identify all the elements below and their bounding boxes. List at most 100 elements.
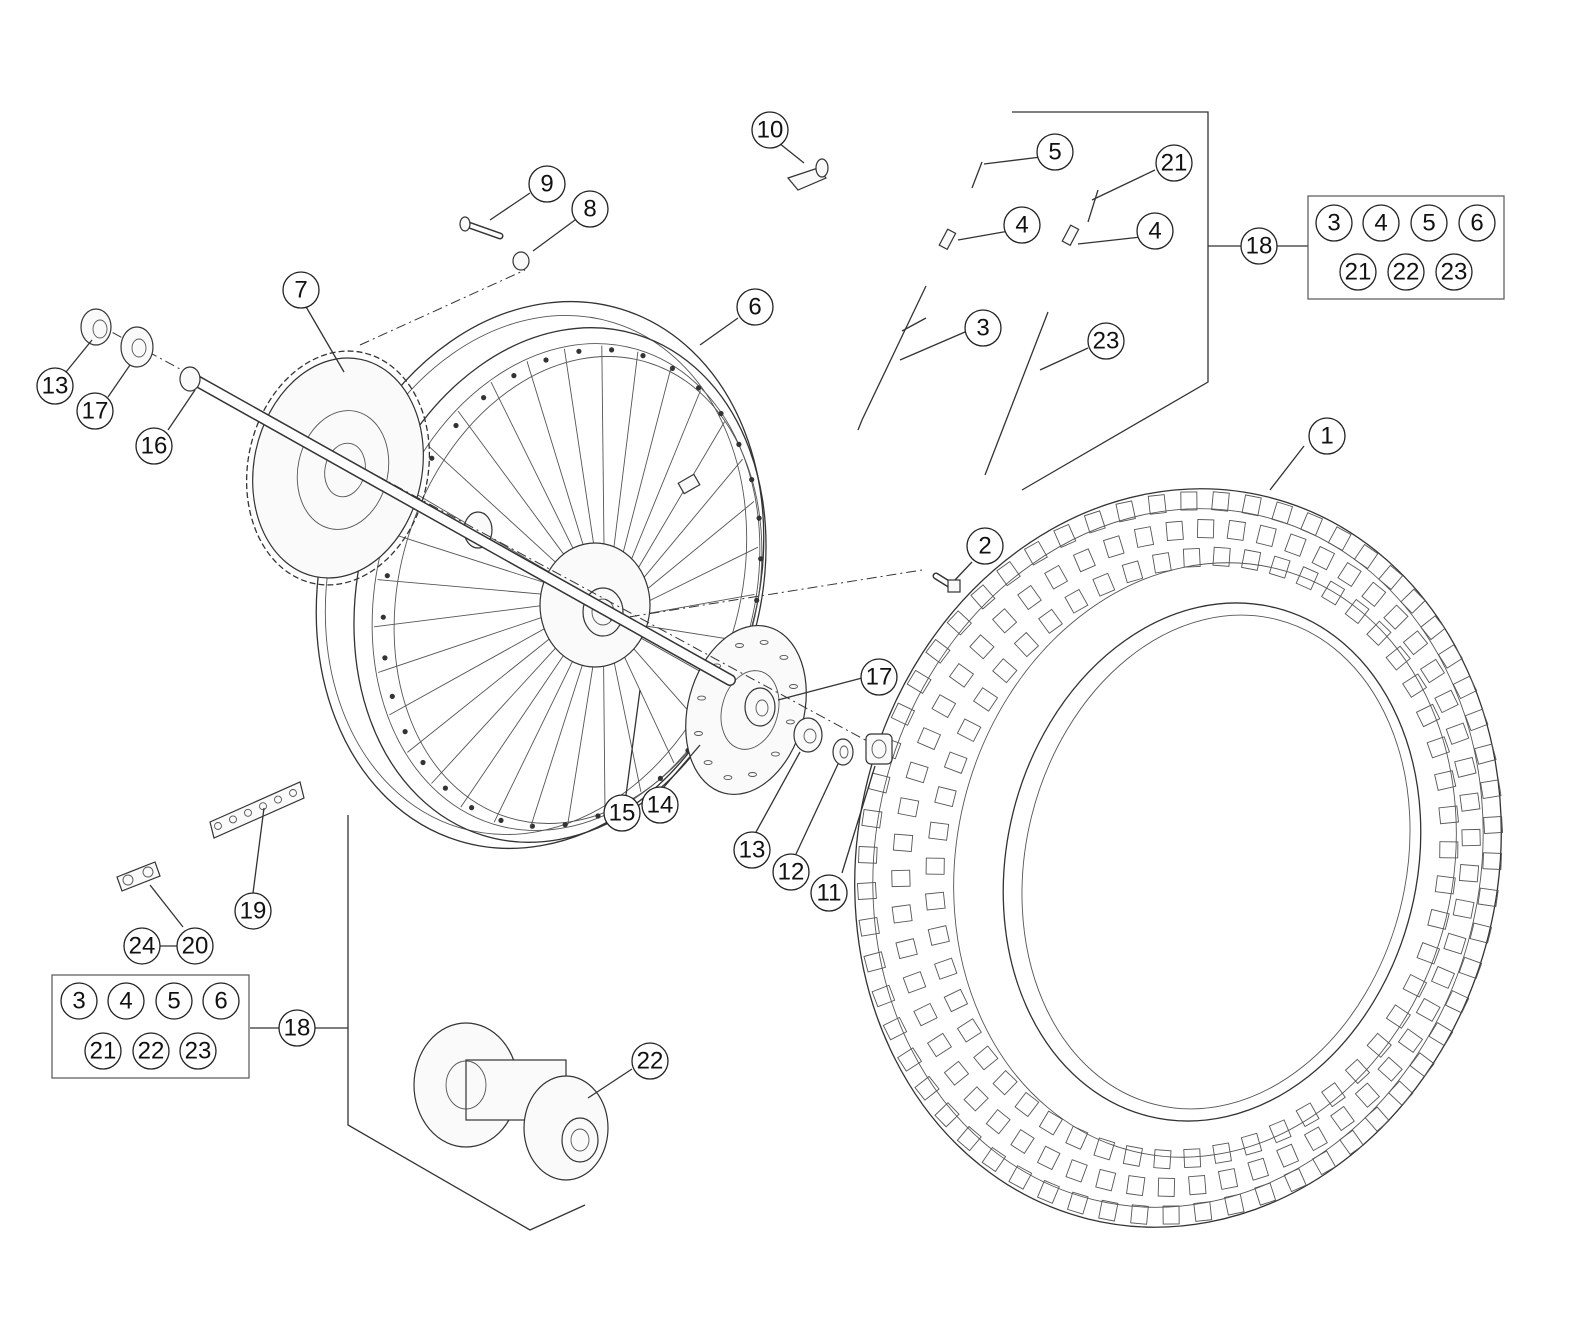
svg-text:6: 6 [214,988,227,1015]
kit-top-item-4: 6 [1458,204,1496,242]
kit-bottom-item-3: 5 [155,982,193,1020]
callout-4-right: 4 [1136,212,1174,250]
callout-17-left: 17 [76,392,114,430]
callout-18-bottom: 18 [278,1009,316,1047]
svg-text:23: 23 [185,1038,212,1065]
callout-14: 14 [641,786,679,824]
svg-text:21: 21 [1345,259,1372,286]
callout-17-right: 17 [860,658,898,696]
kit-bottom-item-2: 4 [107,982,145,1020]
spacer-13 [793,717,823,753]
kit-top-item-6: 22 [1387,253,1425,291]
svg-text:12: 12 [778,859,805,886]
svg-text:14: 14 [647,792,674,819]
svg-text:20: 20 [182,933,209,960]
tire [854,488,1504,1228]
svg-text:24: 24 [129,933,156,960]
callout-6: 6 [736,288,774,326]
callout-13-right: 13 [733,831,771,869]
master-link-20 [116,861,161,892]
svg-text:15: 15 [609,800,636,827]
callout-16: 16 [135,427,173,465]
kit-bottom-item-7: 23 [179,1032,217,1070]
svg-text:18: 18 [1246,233,1273,260]
screw-9 [459,216,504,240]
svg-text:7: 7 [294,277,307,304]
svg-text:23: 23 [1441,259,1468,286]
svg-text:9: 9 [540,171,553,198]
svg-text:22: 22 [637,1048,664,1075]
kit-box-bottom: 3 4 5 6 21 22 23 [51,974,250,1079]
chain-19 [209,781,305,839]
callout-9: 9 [528,165,566,203]
svg-text:3: 3 [976,315,989,342]
callout-1: 1 [1308,417,1346,455]
kit-bottom-item-6: 22 [132,1032,170,1070]
spoke-23 [984,311,1049,476]
pin-5 [971,161,983,189]
callouts: 1 2 3 4 4 5 6 7 8 9 10 11 12 13 14 15 16… [36,111,1346,1080]
nut-8 [512,251,530,271]
callout-7: 7 [282,271,320,309]
callout-8: 8 [571,190,609,228]
kit-bottom-item-5: 21 [84,1032,122,1070]
spoke-3 [857,285,927,431]
tire-tread-blocks [856,491,1504,1225]
svg-text:10: 10 [757,117,784,144]
callout-4-left: 4 [1003,206,1041,244]
svg-text:6: 6 [1470,210,1483,237]
svg-text:6: 6 [748,294,761,321]
rear-sprocket [245,350,431,586]
callout-2: 2 [966,527,1004,565]
svg-text:21: 21 [1161,150,1188,177]
svg-text:3: 3 [72,988,85,1015]
svg-text:2: 2 [978,533,991,560]
bearing-left-13 [80,308,112,346]
chain-links [214,789,297,830]
callout-5: 5 [1036,133,1074,171]
washer-12 [832,738,854,766]
svg-text:3: 3 [1327,210,1340,237]
callout-15: 15 [603,794,641,832]
bearing-left-17 [120,326,154,368]
kit-bottom-item-4: 6 [202,982,240,1020]
svg-text:16: 16 [141,433,168,460]
svg-text:4: 4 [1374,210,1387,237]
callout-3: 3 [964,309,1002,347]
leader-lines [65,111,1308,1231]
valve-10 [786,158,829,191]
callout-22: 22 [631,1042,669,1080]
svg-text:17: 17 [82,398,109,425]
callout-21: 21 [1155,144,1193,182]
callout-13-left: 13 [36,367,74,405]
bearing-right-17 [744,687,776,727]
svg-text:1: 1 [1320,423,1333,450]
svg-text:22: 22 [138,1038,165,1065]
nut-11 [865,733,893,765]
callout-11: 11 [810,874,848,912]
svg-text:18: 18 [284,1015,311,1042]
svg-text:5: 5 [1048,139,1061,166]
svg-text:4: 4 [1015,212,1028,239]
svg-text:5: 5 [167,988,180,1015]
callout-12: 12 [772,853,810,891]
kit-top-item-3: 5 [1410,204,1448,242]
callout-10: 10 [751,111,789,149]
svg-text:11: 11 [817,880,842,907]
callout-18-top: 18 [1240,227,1278,265]
kit-top-item-7: 23 [1435,253,1473,291]
callout-19: 19 [234,892,272,930]
svg-text:13: 13 [739,837,766,864]
callout-20: 20 [176,927,214,965]
svg-text:21: 21 [90,1038,117,1065]
nipple-4-right [1061,224,1080,247]
svg-text:4: 4 [1148,218,1161,245]
kit-top-item-2: 4 [1362,204,1400,242]
svg-text:17: 17 [866,664,893,691]
callout-24: 24 [123,927,161,965]
nipple-4-left [938,228,957,251]
pin-21 [1087,189,1099,223]
callout-23: 23 [1087,322,1125,360]
